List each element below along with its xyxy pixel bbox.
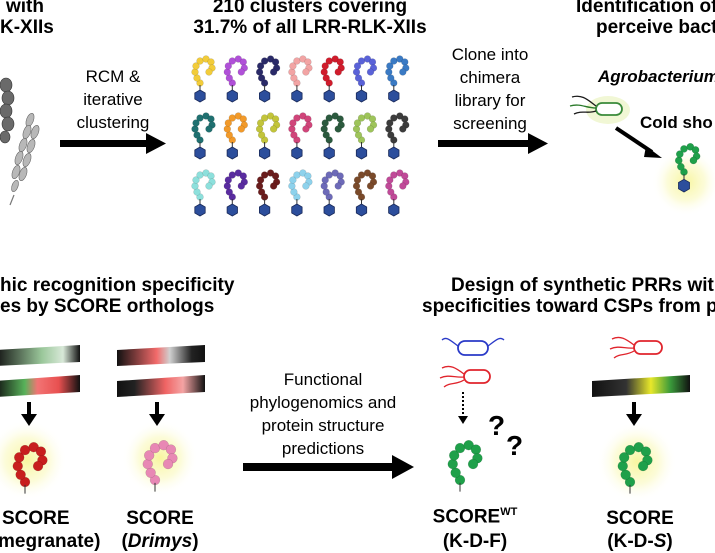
receptor-r2-c4 (320, 169, 345, 217)
score-label-pomegranate-2: megranate) (0, 531, 101, 552)
score-label-kds-1: SCORE (606, 508, 674, 529)
wheat-illustration (0, 77, 40, 206)
receptor-cold-shock (674, 143, 701, 193)
top-right-heading-2: perceive bact (596, 17, 715, 38)
receptor-r1-c0 (191, 112, 216, 160)
receptor-r1-c2 (256, 112, 281, 160)
bottom-arrow-label-4: predictions (281, 439, 365, 458)
bacterium-red-1 (439, 365, 491, 388)
score-label-drimys-2: (Drimys) (121, 531, 199, 552)
receptor-r0-c2 (256, 55, 281, 103)
arrow1-label-2: iterative (83, 90, 143, 109)
dotted-down-arrow (458, 392, 468, 424)
bottom-arrow-label-2: phylogenomics and (249, 393, 397, 412)
arrow2-label-1: Clone into (451, 45, 529, 64)
bottom-right-heading-2: specificities toward CSPs from pa (422, 296, 715, 317)
bottom-left-heading-1: hic recognition specificity (0, 275, 235, 296)
bacterium-blue (441, 337, 505, 356)
receptor-r0-c1 (223, 55, 248, 103)
arrow2-label-4: screening (453, 114, 527, 133)
receptor-r1-c4 (320, 112, 345, 160)
receptor-r0-c0 (191, 55, 216, 103)
bacterium-red-2 (609, 336, 663, 359)
receptor-r1-c5 (352, 112, 378, 160)
receptor-r0-c4 (320, 55, 345, 103)
agrobacterium-label: Agrobacterium (598, 67, 715, 86)
arrow2-label-3: library for (454, 91, 526, 110)
question-mark-2: ? (506, 430, 524, 461)
center-heading-2: 31.7% of all LRR-RLK-XIIs (193, 17, 427, 38)
receptor-r1-c3 (288, 112, 313, 160)
receptor-r2-c3 (288, 169, 313, 217)
bottom-arrow-label-1: Functional (283, 370, 363, 389)
score-label-wt-2: (K-D-F) (442, 531, 508, 552)
ortholog-bars (0, 345, 690, 397)
arrow-clone-chimera (438, 133, 548, 154)
top-left-heading-1: with (6, 0, 44, 17)
receptor-drimys (142, 440, 178, 492)
arrow-rcm-clustering (60, 133, 166, 154)
cold-shock-label: Cold sho (640, 113, 713, 132)
receptor-r0-c5 (352, 55, 378, 103)
receptor-score-wt (447, 440, 483, 492)
receptor-r0-c6 (385, 55, 410, 103)
arrow2-label-2: chimera (459, 68, 521, 87)
score-label-kds-2: (K-D-S) (607, 531, 673, 552)
top-left-heading-2: K-XIIs (0, 17, 54, 38)
agrobacterium-cell (569, 95, 630, 124)
receptor-r1-c6 (385, 112, 410, 160)
score-label-drimys-1: SCORE (126, 508, 194, 529)
receptor-r2-c5 (352, 169, 378, 217)
bottom-right-heading-1: Design of synthetic PRRs with (451, 275, 715, 296)
receptor-pomegranate (12, 442, 48, 494)
receptor-r2-c6 (385, 169, 410, 217)
receptor-r2-c2 (256, 169, 281, 217)
question-mark-1: ? (488, 410, 506, 441)
receptor-r1-c1 (223, 112, 248, 160)
receptor-r2-c0 (191, 169, 216, 217)
receptor-r2-c1 (223, 169, 248, 217)
center-heading-1: 210 clusters covering (212, 0, 408, 17)
glow-backgrounds (0, 148, 715, 502)
receptor-r0-c3 (288, 55, 313, 103)
bottom-arrow-label-3: protein structure (261, 416, 385, 435)
arrow1-label-3: clustering (76, 113, 150, 132)
receptor-score-kds (617, 442, 653, 494)
score-receptors (12, 143, 701, 494)
down-arrows (21, 402, 642, 426)
top-right-heading-1: Identification of (576, 0, 715, 17)
score-label-pomegranate-1: SCORE (2, 508, 70, 529)
arrow-cold-shock (614, 126, 662, 158)
receptor-grid (191, 55, 410, 217)
bottom-left-heading-2: es by SCORE orthologs (0, 296, 215, 317)
arrow1-label-1: RCM & (85, 67, 141, 86)
arrow-functional-phylogenomics (243, 455, 414, 479)
score-label-wt-1: SCOREWT (432, 506, 518, 528)
